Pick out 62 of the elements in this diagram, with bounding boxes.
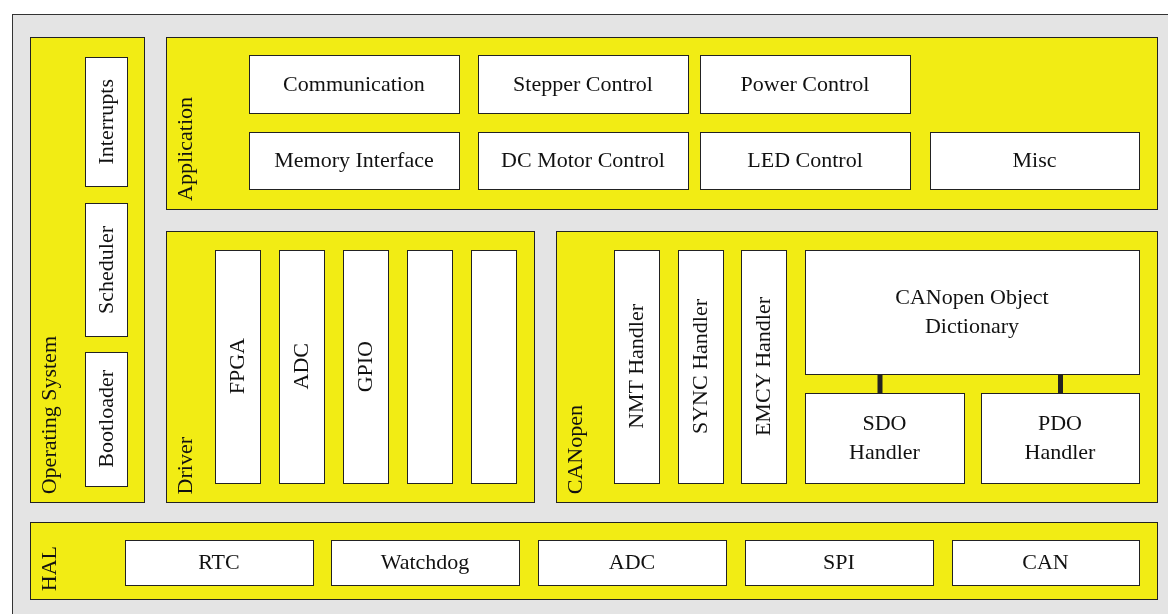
- module-label: Stepper Control: [513, 69, 653, 98]
- layer-label: HAL: [35, 545, 62, 591]
- module-box: [248, 131, 460, 190]
- module-box: [613, 249, 660, 484]
- layer-panel: [30, 37, 145, 503]
- module-label: ADC: [287, 343, 315, 390]
- module-label: SDO Handler: [848, 409, 921, 466]
- module-box: [929, 131, 1140, 190]
- module-label: DC Motor Control: [501, 146, 665, 175]
- module-box: [744, 539, 934, 586]
- module-label: LED Control: [747, 146, 863, 175]
- module-box: [214, 249, 261, 484]
- module-label: FPGA: [223, 338, 251, 395]
- module-box: [477, 131, 689, 190]
- module-label: GPIO: [351, 340, 379, 393]
- module-label: ADC: [608, 548, 656, 577]
- module-label: Memory Interface: [274, 146, 434, 175]
- module-box: [804, 249, 1140, 375]
- module-label: CANopen Object Dictionary: [894, 283, 1050, 340]
- module-label: PDO Handler: [1023, 409, 1097, 466]
- layer-label: Driver: [171, 436, 198, 494]
- module-label: RTC: [198, 548, 240, 577]
- module-box: [980, 392, 1140, 484]
- module-box: [278, 249, 325, 484]
- module-label: Misc: [1012, 146, 1057, 175]
- module-box: [248, 54, 460, 114]
- module-box: [951, 539, 1140, 586]
- module-label: Communication: [283, 69, 425, 98]
- module-box: [740, 249, 787, 484]
- module-box: [342, 249, 389, 484]
- empty-module-box: [406, 249, 453, 484]
- module-box: [477, 54, 689, 114]
- module-label: Interrupts: [91, 78, 119, 165]
- module-label: SPI: [823, 548, 855, 577]
- module-label: EMCY Handler: [749, 296, 777, 437]
- layer-panel: [166, 37, 1158, 210]
- connector: [877, 375, 883, 393]
- module-box: [84, 202, 128, 337]
- module-label: SYNC Handler: [686, 298, 714, 434]
- module-box: [330, 539, 520, 586]
- module-label: CAN: [1022, 548, 1069, 577]
- layer-panel: [166, 231, 535, 503]
- layer-label: Application: [171, 97, 198, 201]
- module-box: [537, 539, 727, 586]
- module-box: [699, 54, 911, 114]
- layer-panel: [556, 231, 1158, 503]
- module-box: [804, 392, 965, 484]
- module-box: [699, 131, 911, 190]
- layer-panel: [30, 522, 1158, 600]
- module-label: Power Control: [740, 69, 870, 98]
- module-label: Scheduler: [91, 225, 119, 314]
- module-box: [124, 539, 314, 586]
- module-box: [84, 56, 128, 187]
- module-box: [84, 351, 128, 487]
- module-label: Watchdog: [380, 548, 470, 577]
- layer-label: CANopen: [561, 404, 588, 494]
- layer-label: Operating System: [35, 335, 62, 494]
- module-label: Bootloader: [91, 370, 119, 468]
- module-box: [677, 249, 724, 484]
- empty-module-box: [470, 249, 517, 484]
- module-label: NMT Handler: [622, 304, 650, 429]
- connector: [1058, 375, 1063, 393]
